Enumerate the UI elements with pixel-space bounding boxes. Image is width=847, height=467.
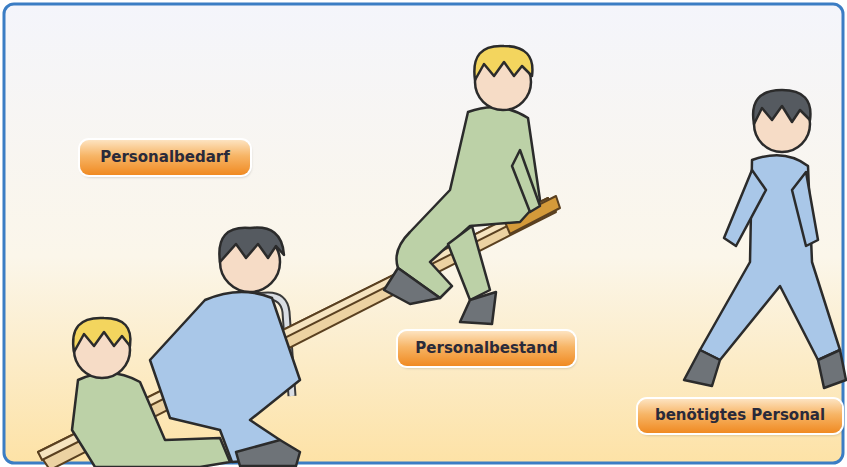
- person-blue-sitting: [150, 228, 300, 466]
- pill-text: benötigtes Personal: [655, 407, 825, 424]
- label-pill: benötigtes Personal: [638, 399, 842, 433]
- person-green-sitting: [72, 318, 230, 467]
- pill-text: Personalbedarf: [100, 149, 229, 166]
- pill-text: Personalbestand: [415, 340, 557, 357]
- label-pill: Personalbestand: [398, 331, 575, 366]
- person-green-high: [384, 46, 540, 324]
- label-pill: Personalbedarf: [80, 140, 250, 175]
- person-blue-walking: [684, 90, 846, 388]
